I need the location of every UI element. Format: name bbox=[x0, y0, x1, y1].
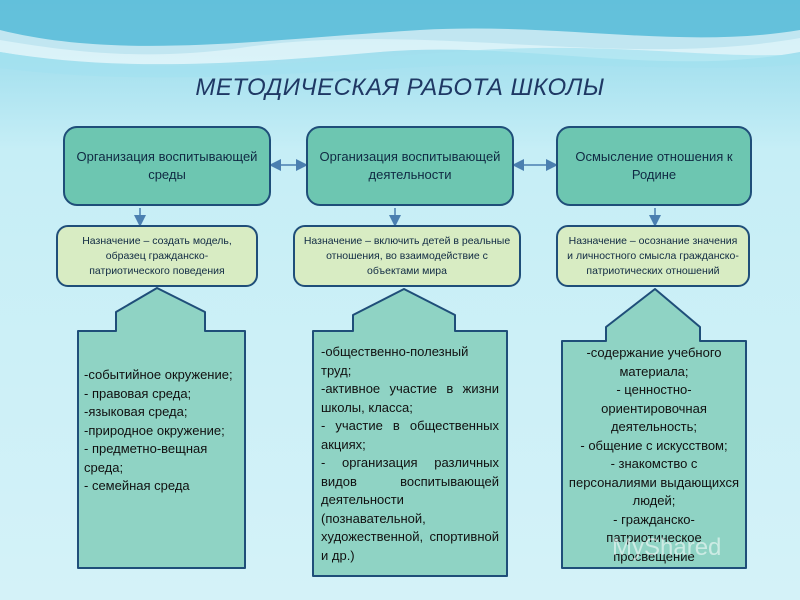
purpose-text-2: Назначение – включить детей в реальные о… bbox=[303, 234, 511, 277]
list-3-item: - ценностно-ориентировочная деятельность… bbox=[601, 382, 707, 434]
watermark-text: MyShared bbox=[612, 534, 722, 561]
list-1-item: -языковая среда; bbox=[84, 404, 188, 419]
header-box-1: Организация воспитывающей среды bbox=[63, 126, 271, 206]
list-2-item: - участие в общественных акциях; bbox=[321, 418, 499, 452]
list-2-item: -общественно-полезный труд; bbox=[321, 344, 469, 378]
list-3-item: -содержание учебного материала; bbox=[586, 345, 722, 379]
list-1-item: - предметно-вещная среда; bbox=[84, 441, 208, 475]
page-title: МЕТОДИЧЕСКАЯ РАБОТА ШКОЛЫ bbox=[195, 74, 605, 101]
purpose-box-3: Назначение – осознание значения и личнос… bbox=[556, 225, 750, 287]
header-box-2: Организация воспитывающей деятельности bbox=[306, 126, 514, 206]
header-box-3: Осмысление отношения к Родине bbox=[556, 126, 752, 206]
list-block-2 bbox=[312, 288, 508, 577]
list-3-item: - общение с искусством; bbox=[580, 437, 728, 453]
list-2-item: -активное участие в жизни школы, класса; bbox=[321, 381, 499, 415]
purpose-box-1: Назначение – создать модель, образец гра… bbox=[56, 225, 258, 287]
list-3-item: - гражданско-патриотическое просвещение bbox=[606, 511, 702, 564]
header-text-1: Организация воспитывающей среды bbox=[76, 149, 258, 182]
list-block-1 bbox=[77, 287, 246, 569]
header-text-3: Осмысление отношения к Родине bbox=[575, 149, 733, 182]
list-3: -содержание учебного материала; - ценнос… bbox=[568, 344, 740, 566]
list-1-item: -природное окружение; bbox=[84, 422, 225, 438]
header-text-2: Организация воспитывающей деятельности bbox=[319, 149, 501, 182]
purpose-text-3: Назначение – осознание значения и личнос… bbox=[567, 234, 739, 277]
list-1: -событийное окружение; - правовая среда;… bbox=[84, 366, 240, 496]
list-3-item: - знакомство с персоналиями выдающихся л… bbox=[568, 456, 740, 508]
purpose-text-1: Назначение – создать модель, образец гра… bbox=[82, 234, 232, 277]
list-1-item: - правовая среда; bbox=[84, 385, 192, 401]
list-1-item: - семейная среда bbox=[84, 478, 190, 493]
list-block-3 bbox=[561, 288, 747, 569]
list-1-item: -событийное окружение; bbox=[84, 367, 233, 382]
list-2: -общественно-полезный труд; -активное уч… bbox=[321, 343, 499, 565]
purpose-box-2: Назначение – включить детей в реальные о… bbox=[293, 225, 521, 287]
list-2-item: - организация различных видов воспитываю… bbox=[321, 455, 499, 563]
